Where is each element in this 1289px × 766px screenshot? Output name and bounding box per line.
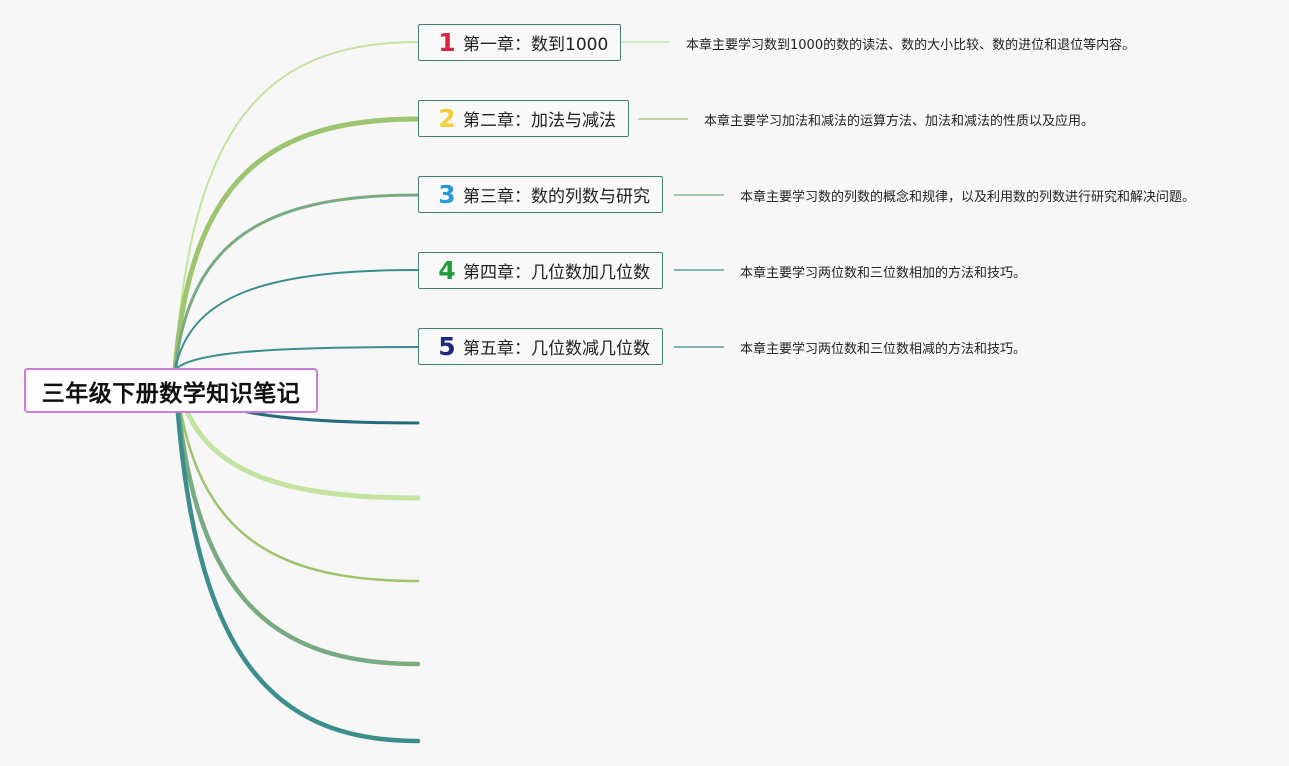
chapter-4-title: 第四章：几位数加几位数 — [463, 263, 650, 283]
chapter-4-topic[interactable]: 4 第四章：几位数加几位数 — [418, 252, 663, 289]
root-topic[interactable]: 三年级下册数学知识笔记 — [24, 368, 318, 413]
chapter-4-note[interactable]: 本章主要学习两位数和三位数相加的方法和技巧。 — [740, 266, 1027, 281]
chapter-1-topic[interactable]: 1 第一章：数到1000 — [418, 24, 622, 61]
priority-3-marker-icon: 3 — [438, 180, 456, 209]
chapter-5-note[interactable]: 本章主要学习两位数和三位数相减的方法和技巧。 — [740, 342, 1027, 357]
priority-2-marker-icon: 2 — [438, 104, 456, 133]
branch-line-10 — [172, 367, 421, 744]
chapter-2-topic[interactable]: 2 第二章：加法与减法 — [418, 100, 629, 137]
priority-5-marker-icon: 5 — [438, 332, 456, 361]
branch-line-1 — [174, 41, 419, 371]
chapter-5-title: 第五章：几位数减几位数 — [463, 339, 650, 359]
priority-4-marker-icon: 4 — [438, 256, 456, 285]
chapter-2-title: 第二章：加法与减法 — [463, 111, 616, 131]
branch-line-3 — [173, 193, 420, 372]
branch-line-2 — [172, 116, 421, 373]
branch-line-8 — [173, 368, 420, 583]
branch-line-9 — [172, 367, 421, 667]
chapter-1-note[interactable]: 本章主要学习数到1000的数的读法、数的大小比较、数的进位和退位等内容。 — [686, 38, 1136, 53]
root-topic-label: 三年级下册数学知识笔记 — [41, 380, 301, 407]
chapter-1-title: 第一章：数到1000 — [463, 35, 609, 55]
branch-line-4 — [174, 269, 419, 371]
chapter-5-topic[interactable]: 5 第五章：几位数减几位数 — [418, 328, 663, 365]
chapter-3-topic[interactable]: 3 第三章：数的列数与研究 — [418, 176, 663, 213]
chapter-3-note[interactable]: 本章主要学习数的列数的概念和规律，以及利用数的列数进行研究和解决问题。 — [740, 190, 1196, 205]
priority-1-marker-icon: 1 — [438, 28, 456, 57]
chapter-2-note[interactable]: 本章主要学习加法和减法的运算方法、加法和减法的性质以及应用。 — [704, 114, 1095, 129]
branch-line-5 — [174, 346, 419, 371]
chapter-3-title: 第三章：数的列数与研究 — [463, 187, 650, 207]
